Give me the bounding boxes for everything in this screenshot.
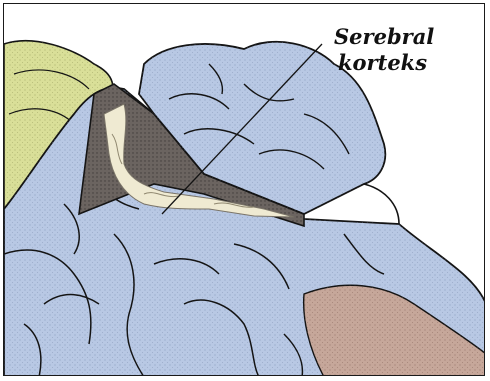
annotation-label: Serebral korteks: [334, 24, 434, 76]
annotation-line-2: korteks: [334, 50, 434, 76]
illustration-frame: Serebral korteks: [3, 3, 485, 376]
annotation-line-1: Serebral: [334, 24, 434, 50]
